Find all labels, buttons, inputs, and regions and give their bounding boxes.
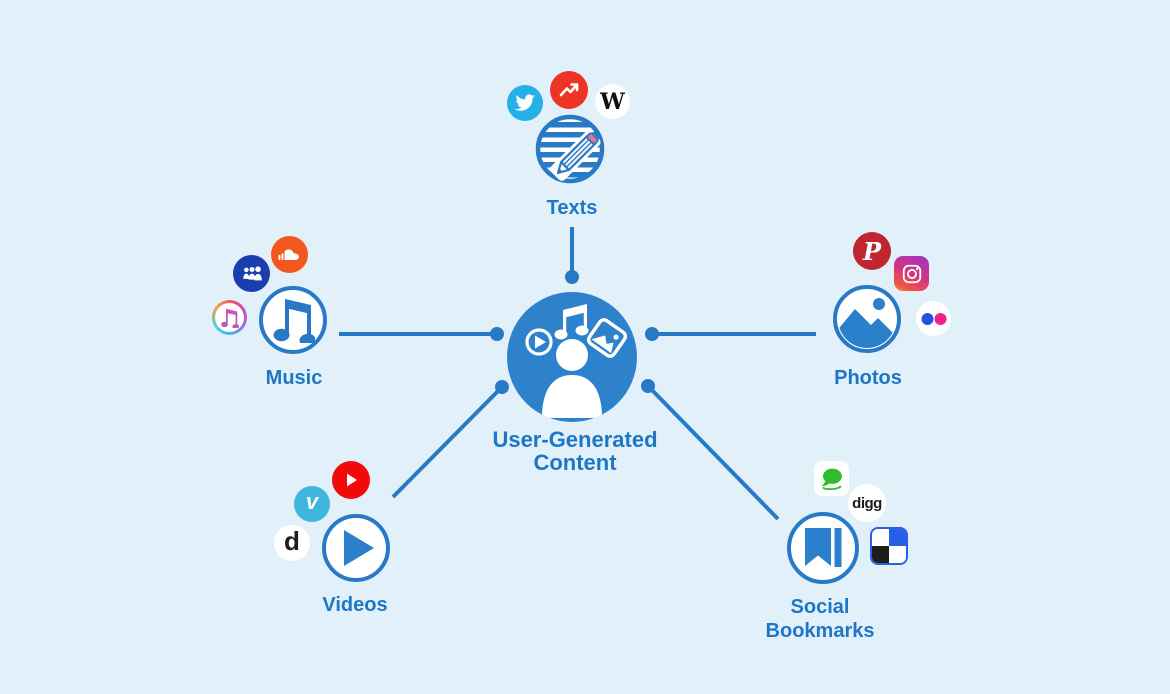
wikipedia-icon: W [595, 84, 630, 119]
wikipedia-letter: W [600, 88, 625, 115]
connector-dot-music [490, 327, 504, 341]
pinterest-letter: P [862, 236, 882, 266]
vimeo-letter: v [305, 489, 319, 514]
digg-icon: digg [848, 484, 886, 522]
pencil-icon [550, 130, 601, 181]
buzzfeed-icon [550, 71, 588, 109]
center-label: User-Generated Content [492, 427, 658, 475]
itunes-icon [212, 300, 247, 335]
texts-label: Texts [546, 197, 598, 219]
delicious-quadrant-tl [872, 529, 889, 546]
videos-node-circle [322, 514, 390, 582]
pinterest-icon: P [853, 232, 891, 270]
digg-wordmark: digg [852, 494, 882, 512]
delicious-quadrant-tr [889, 529, 906, 546]
center-circle [507, 292, 637, 422]
connector-videos [391, 385, 504, 499]
play-icon [344, 530, 374, 566]
instagram-icon [894, 256, 929, 291]
connector-dot-texts [565, 270, 579, 284]
document-pencil-icon [535, 114, 605, 184]
bookmarks-node-circle [787, 512, 859, 584]
photos-label: Photos [834, 367, 902, 389]
connector-dot-bookmarks [641, 379, 655, 393]
connector-bookmarks [646, 384, 780, 521]
connector-dot-videos [495, 380, 509, 394]
music-node-circle [259, 286, 327, 354]
vimeo-icon: v [294, 486, 330, 522]
delicious-quadrant-bl [872, 546, 889, 563]
delicious-icon [870, 527, 908, 565]
delicious-quadrant-br [889, 546, 906, 563]
dailymotion-letter: d [284, 526, 300, 556]
music-note-icon [273, 299, 315, 343]
photos-node-circle [833, 285, 901, 353]
photo-landscape-icon [838, 298, 896, 348]
videos-label: Videos [322, 594, 388, 616]
music-note-icon [554, 304, 589, 340]
connector-dot-photos [645, 327, 659, 341]
play-icon [525, 328, 553, 356]
bookmark-icon [805, 528, 842, 567]
chat-icon [814, 461, 849, 496]
bookmarks-label: Social Bookmarks [765, 596, 875, 642]
dailymotion-icon: d [274, 525, 310, 561]
photo-icon [586, 318, 628, 358]
flickr-icon [916, 301, 951, 336]
texts-node-circle [534, 113, 606, 185]
youtube-icon [332, 461, 370, 499]
twitter-icon [507, 85, 543, 121]
music-label: Music [265, 367, 323, 389]
person-icon [542, 339, 602, 418]
soundcloud-icon [271, 236, 308, 273]
myspace-icon [233, 255, 270, 292]
